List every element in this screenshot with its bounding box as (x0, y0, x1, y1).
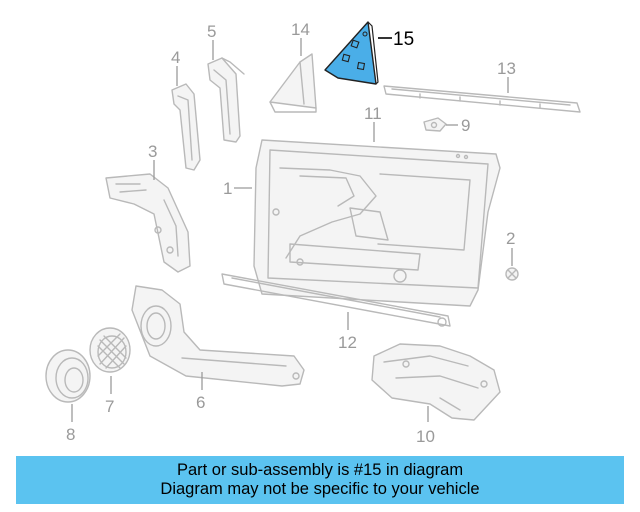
part-4 (171, 83, 201, 171)
callout-12: 12 (338, 333, 357, 352)
part-14 (269, 53, 317, 113)
part-3 (105, 173, 191, 273)
part-2 (505, 267, 519, 281)
banner-line-2: Diagram may not be specific to your vehi… (160, 480, 480, 498)
callout-8: 8 (66, 425, 75, 444)
part-6 (131, 285, 305, 387)
part-5 (207, 57, 245, 143)
part-15-highlighted (324, 21, 379, 85)
callout-6: 6 (196, 393, 205, 412)
part-11 (253, 139, 501, 307)
callout-9: 9 (461, 116, 470, 135)
banner-line-1: Part or sub-assembly is #15 in diagram (176, 461, 464, 479)
part-10 (371, 343, 501, 421)
callout-7: 7 (105, 397, 114, 416)
part-12 (221, 273, 451, 327)
info-banner: Part or sub-assembly is #15 in diagram D… (16, 456, 624, 504)
part-9 (423, 117, 447, 132)
callout-2: 2 (506, 229, 515, 248)
callout-1: 1 (223, 179, 232, 198)
callout-10: 10 (416, 427, 435, 446)
callout-14: 14 (291, 20, 310, 39)
callout-4: 4 (171, 48, 180, 67)
callout-13: 13 (497, 59, 516, 78)
part-13 (383, 85, 581, 113)
callout-11: 11 (364, 104, 382, 123)
parts-diagram: 15 14 13 9 5 4 3 (45, 20, 581, 446)
callout-3: 3 (148, 142, 157, 161)
callout-15: 15 (393, 29, 414, 50)
callout-5: 5 (207, 22, 216, 41)
part-8 (45, 349, 91, 403)
part-7 (89, 327, 131, 373)
